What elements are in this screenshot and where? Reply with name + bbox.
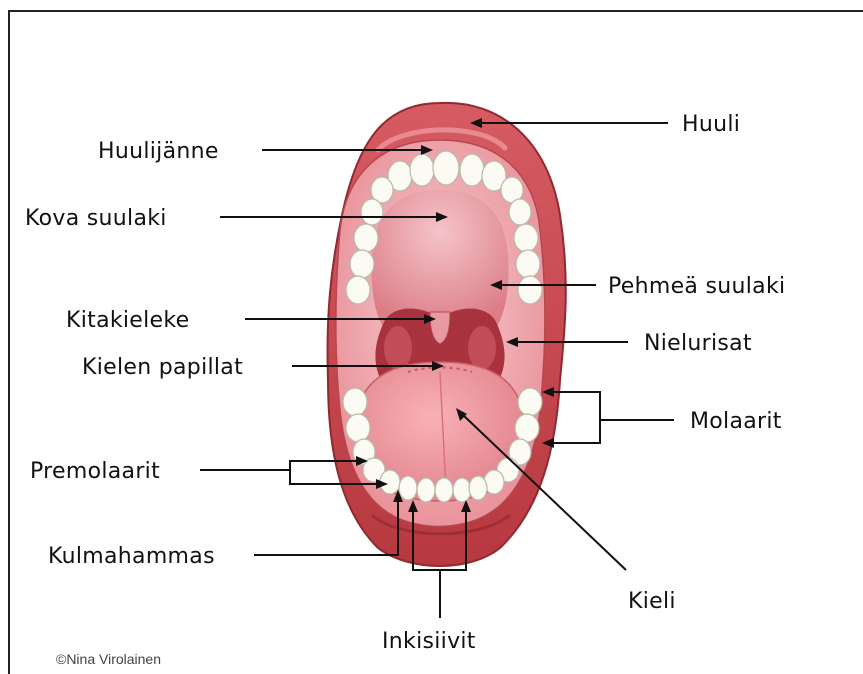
left-tonsil — [384, 326, 412, 370]
label-huulijanne: Huulijänne — [98, 139, 219, 164]
label-kieli: Kieli — [628, 589, 676, 614]
label-kulmahammas: Kulmahammas — [48, 544, 215, 569]
label-kielen-papillat: Kielen papillat — [82, 355, 243, 380]
palate — [372, 190, 509, 330]
right-tonsil — [468, 326, 496, 370]
label-pehmea-suulaki: Pehmeä suulaki — [608, 274, 785, 299]
label-huuli: Huuli — [682, 112, 740, 137]
label-inkisiivit: Inkisiivit — [382, 629, 476, 654]
label-kova-suulaki: Kova suulaki — [25, 206, 167, 231]
label-nielurisat: Nielurisat — [644, 331, 752, 356]
label-kitakieleke: Kitakieleke — [66, 308, 189, 333]
label-molaarit: Molaarit — [690, 409, 782, 434]
credit-text: ©Nina Virolainen — [56, 651, 161, 667]
label-premolaarit: Premolaarit — [30, 459, 160, 484]
